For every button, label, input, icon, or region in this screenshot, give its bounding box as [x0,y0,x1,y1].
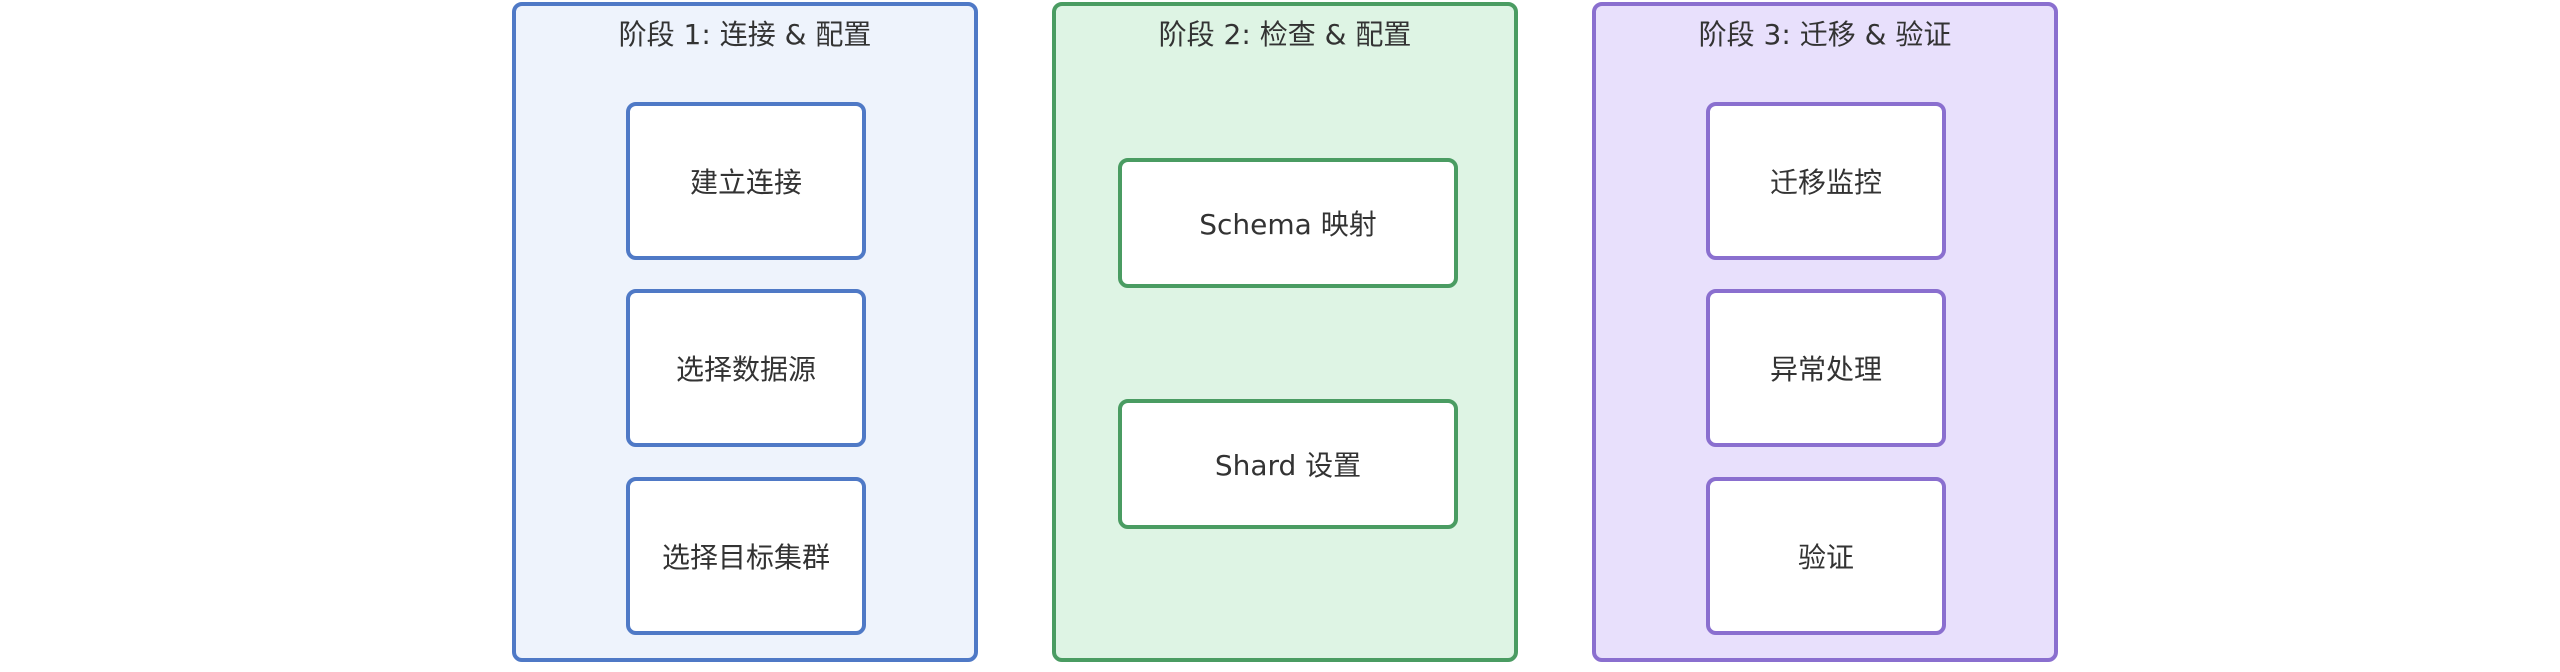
stage-1-container: 阶段 1: 连接 & 配置 建立连接 选择数据源 选择目标集群 [512,2,978,662]
stage-1-title: 阶段 1: 连接 & 配置 [618,18,872,51]
step-select-target-cluster: 选择目标集群 [626,477,866,635]
stage-3-container: 阶段 3: 迁移 & 验证 迁移监控 异常处理 验证 [1592,2,2058,662]
step-select-data-source: 选择数据源 [626,289,866,447]
step-migration-monitoring: 迁移监控 [1706,102,1946,260]
step-shard-settings: Shard 设置 [1118,399,1458,529]
step-schema-mapping: Schema 映射 [1118,158,1458,288]
step-verification: 验证 [1706,477,1946,635]
stage-2-title: 阶段 2: 检查 & 配置 [1158,18,1412,51]
stage-3-title: 阶段 3: 迁移 & 验证 [1698,18,1952,51]
step-establish-connection: 建立连接 [626,102,866,260]
stage-2-container: 阶段 2: 检查 & 配置 Schema 映射 Shard 设置 [1052,2,1518,662]
step-exception-handling: 异常处理 [1706,289,1946,447]
